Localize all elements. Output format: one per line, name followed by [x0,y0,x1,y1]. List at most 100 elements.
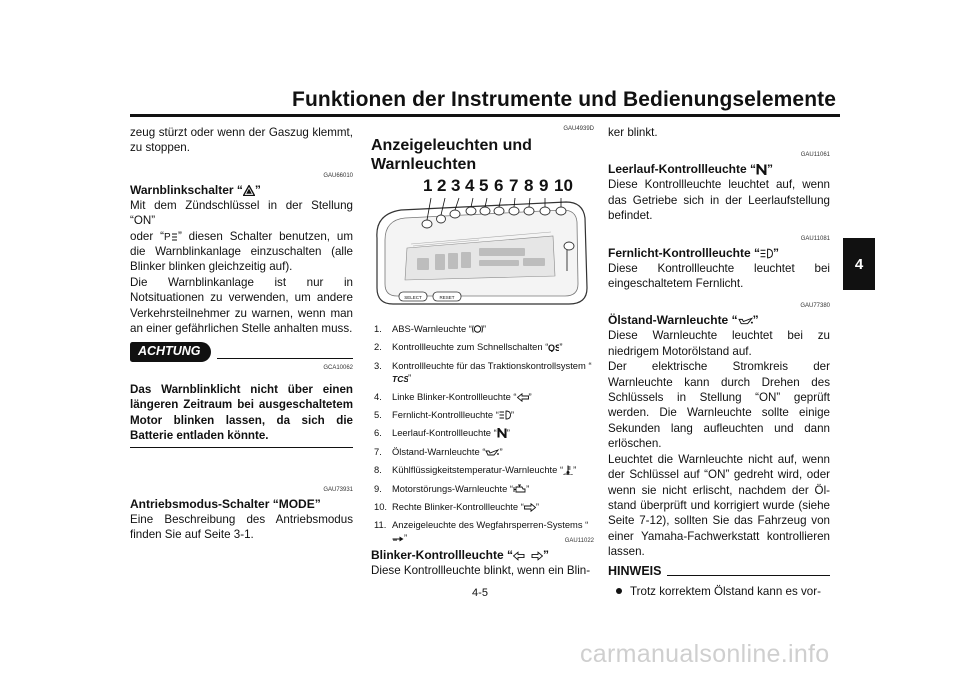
high-beam-icon [760,248,773,258]
legend-item: 6. Leerlauf-Kontrollleuchte “ ” [374,427,596,439]
middle-column: GAU4939D Anzeigeleuchten und Warnleuchte… [371,125,594,174]
legend-block: 1. ABS-Warnleuchte “ ” 2.Kontrollleuchte z… [374,323,596,550]
legend-num: 6. [374,427,382,439]
oil-icon [737,317,753,325]
hazard-triangle-icon [242,184,255,196]
callout-number: 9 [539,176,549,195]
hazard-heading-post: ” [254,182,261,197]
ref-code: GAU11061 [800,152,830,159]
legend-label: Motorstörungs-Warnleuchte “ [392,482,514,494]
neutral-heading-post: ” [767,162,774,177]
legend-item: 4.Linke Blinker-Kontrollleuchte “” [374,391,596,403]
legend-num: 4. [374,390,382,402]
legend-close: ” [482,323,487,334]
bullet-text: Trotz korrektem Ölstand kann es vor- [630,584,821,598]
instrument-panel-illustration: SELECT RESET [376,197,588,305]
bullet-dot-icon [616,587,622,594]
oil-heading-post: ” [752,313,759,328]
highbeam-heading-pre: Fernlicht-Kontrollleuchte “ [608,245,761,260]
tcs-icon: TCS [392,374,408,383]
oil-paragraph-2: Der elektrische Stromkreis der Warnleuch… [608,360,830,451]
legend-close: ” [506,427,510,439]
neutral-icon [756,164,767,176]
callout-number: 6 [494,176,504,195]
key-icon [392,536,404,542]
svg-text:P: P [164,232,171,242]
legend-label: Anzeigeleuchte des Wegfahrsperren-System… [392,519,589,531]
ref-code: GAU77380 [800,303,830,310]
legend-close: ” [526,482,530,494]
parking-icon: P [164,232,177,242]
achtung-label: ACHTUNG [130,342,211,362]
turn-signal-icons [513,551,544,561]
intro-text: zeug stürzt oder wenn der Gaszug klemmt,… [130,126,353,155]
ref-code: GAU4939D [563,126,594,132]
legend-item: 7.Ölstand-Warnleuchte “” [374,446,596,458]
mode-heading: Antriebsmodus-Schalter “MODE” [130,496,321,511]
legend-num: 1. [374,323,382,334]
abs-icon [472,325,483,333]
hinweis-bullet: Trotz korrektem Ölstand kann es vor- [608,584,830,599]
legend-close: ” [404,531,408,543]
legend-label: Kühlflüssigkeitstemperatur-Warnleuchte “ [392,464,564,476]
legend-num: 9. [374,482,382,494]
ref-code: GAU11022 [564,538,594,544]
oil-icon [485,449,500,456]
page-title: Funktionen der Instrumente und Bedienung… [292,88,836,111]
legend-label: Kontrollleuchte für das Traktionskontrol… [392,359,592,371]
dashboard-callout-numbers: 1 2 3 4 5 6 7 8 9 10 [423,176,573,198]
legend-num: 3. [374,359,382,371]
hazard-line2-post: ” diesen Schalter benutzen, um die Warnb… [130,229,353,274]
blinker-heading: Blinker-Kontrollleuchte “” [371,548,594,563]
indicator-legend: 1. ABS-Warnleuchte “ ” 2.Kontrollleuchte z… [374,323,596,544]
left-column: zeug stürzt oder wenn der Gaszug klemmt,… [130,125,353,542]
legend-item: 1. ABS-Warnleuchte “ ” [374,323,596,335]
legend-label: Rechte Blinker-Kontrollleuchte “ [392,501,524,513]
tcs-icon-text: TCS [392,374,408,383]
hazard-heading-pre: Warnblinkschalter “ [130,182,243,197]
legend-close: ” [559,341,563,353]
legend-close: ” [499,445,503,457]
mode-text: Eine Beschreibung des Antriebsmodus find… [130,512,353,541]
svg-text:QS: QS [548,343,559,352]
highbeam-text: Diese Kontrollleuchte leuchtet bei einge… [608,261,830,291]
blinker-heading-pre: Blinker-Kontrollleuchte “ [371,548,514,562]
coolant-icon [563,465,573,476]
reset-button-label: RESET [439,295,454,300]
legend-num: 10. [374,501,388,513]
achtung-text: Das Warnblinklicht nicht über einen läng… [130,382,353,448]
blinker-section: GAU11022 Blinker-Kontrollleuchte “” Dies… [371,537,594,578]
hazard-heading: Warnblinkschalter “ ” [130,183,353,198]
legend-close: ” [535,501,539,513]
chapter-tab: 4 [843,238,875,290]
legend-close: ” [528,390,532,402]
achtung-heading-row: ACHTUNG [130,342,353,362]
callout-number: 7 [509,176,519,195]
legend-label: ABS-Warnleuchte “ [392,323,472,334]
ref-code: GAU66010 [323,172,353,179]
achtung-divider [216,357,353,359]
callout-number: 8 [524,176,534,195]
right-arrow-icon [523,503,536,513]
legend-close: ” [510,409,514,421]
legend-label: Leerlauf-Kontrollleuchte “ [392,427,497,439]
callout-number: 2 [437,176,447,195]
legend-item: 2.Kontrollleuchte zum Schnellschalten “Q… [374,341,596,353]
oil-heading-pre: Ölstand-Warnleuchte “ [608,313,738,328]
ref-code: GCA10062 [323,364,353,371]
legend-item: 3. Kontrollleuchte für das Traktionskontr… [374,360,596,385]
header-rule [130,114,840,117]
neutral-heading-pre: Leerlauf-Kontrollleuchte “ [608,162,757,177]
engine-icon [513,484,526,493]
left-arrow-icon [516,392,529,402]
hinweis-heading-row: HINWEIS [608,564,830,579]
page-number: 4-5 [472,587,488,599]
oil-paragraph-3: Leuchtet die Warnleuchte nicht auf, wenn… [608,452,830,559]
legend-item: 5.Fernlicht-Kontrollleuchte “” [374,409,596,421]
callout-number: 5 [479,176,489,195]
neutral-icon [497,428,507,439]
legend-item: 11.Anzeigeleuchte des Wegfahrsperren-Sys… [374,519,596,544]
callout-number: 4 [465,176,475,195]
ref-code: GAU73931 [323,486,353,493]
legend-item: 9. Motorstörungs-Warnleuchte “ ” [374,483,596,495]
